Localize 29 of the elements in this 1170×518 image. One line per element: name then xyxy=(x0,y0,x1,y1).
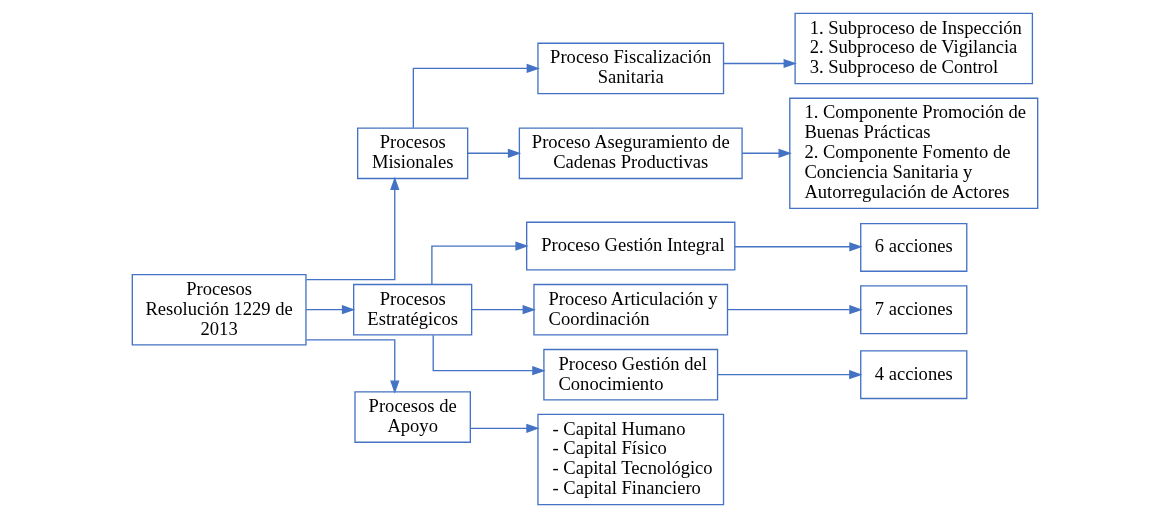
arrow xyxy=(469,423,540,433)
node-box: 6 acciones xyxy=(860,222,968,272)
arrow xyxy=(723,58,797,69)
node-box: 1. Componente Promoción de Buenas Prácticas 2. Componente Fomento de Conciencia Sanitaria y Autorregulación de Actores xyxy=(789,97,1039,209)
node-box: Proceso Gestión del Conocimiento xyxy=(543,348,719,401)
arrow xyxy=(432,334,546,376)
arrow xyxy=(716,370,863,380)
arrow xyxy=(734,242,863,252)
arrow xyxy=(471,305,536,315)
node-box: Proceso Fiscalización Sanitaria xyxy=(537,42,725,95)
node-box: 1. Subproceso de Inspección 2. Subproceso de Vigilancia 3. Subproceso de Control xyxy=(794,12,1034,85)
arrow xyxy=(412,63,540,129)
node-box: Procesos Misionales xyxy=(357,127,469,180)
node-box: Proceso Articulación y Coordinación xyxy=(533,283,729,336)
node-box: Proceso Gestión Integral xyxy=(526,221,736,271)
node-box: 7 acciones xyxy=(860,285,968,335)
node-box: Procesos Estratégicos xyxy=(353,283,473,336)
arrow xyxy=(431,241,529,285)
arrow xyxy=(305,339,400,394)
arrow xyxy=(305,305,356,315)
node-box: Procesos de Apoyo xyxy=(354,391,471,443)
node-box: - Capital Humano - Capital Físico - Capital Tecnológico - Capital Financiero xyxy=(537,413,725,506)
node-box: 4 acciones xyxy=(860,350,968,400)
arrow xyxy=(727,305,863,315)
node-box: Proceso Aseguramiento de Cadenas Productivas xyxy=(518,127,743,180)
arrow xyxy=(741,148,792,158)
arrow xyxy=(467,148,522,158)
node-box: Procesos Resolución 1229 de 2013 xyxy=(131,273,307,346)
arrow xyxy=(305,176,400,281)
